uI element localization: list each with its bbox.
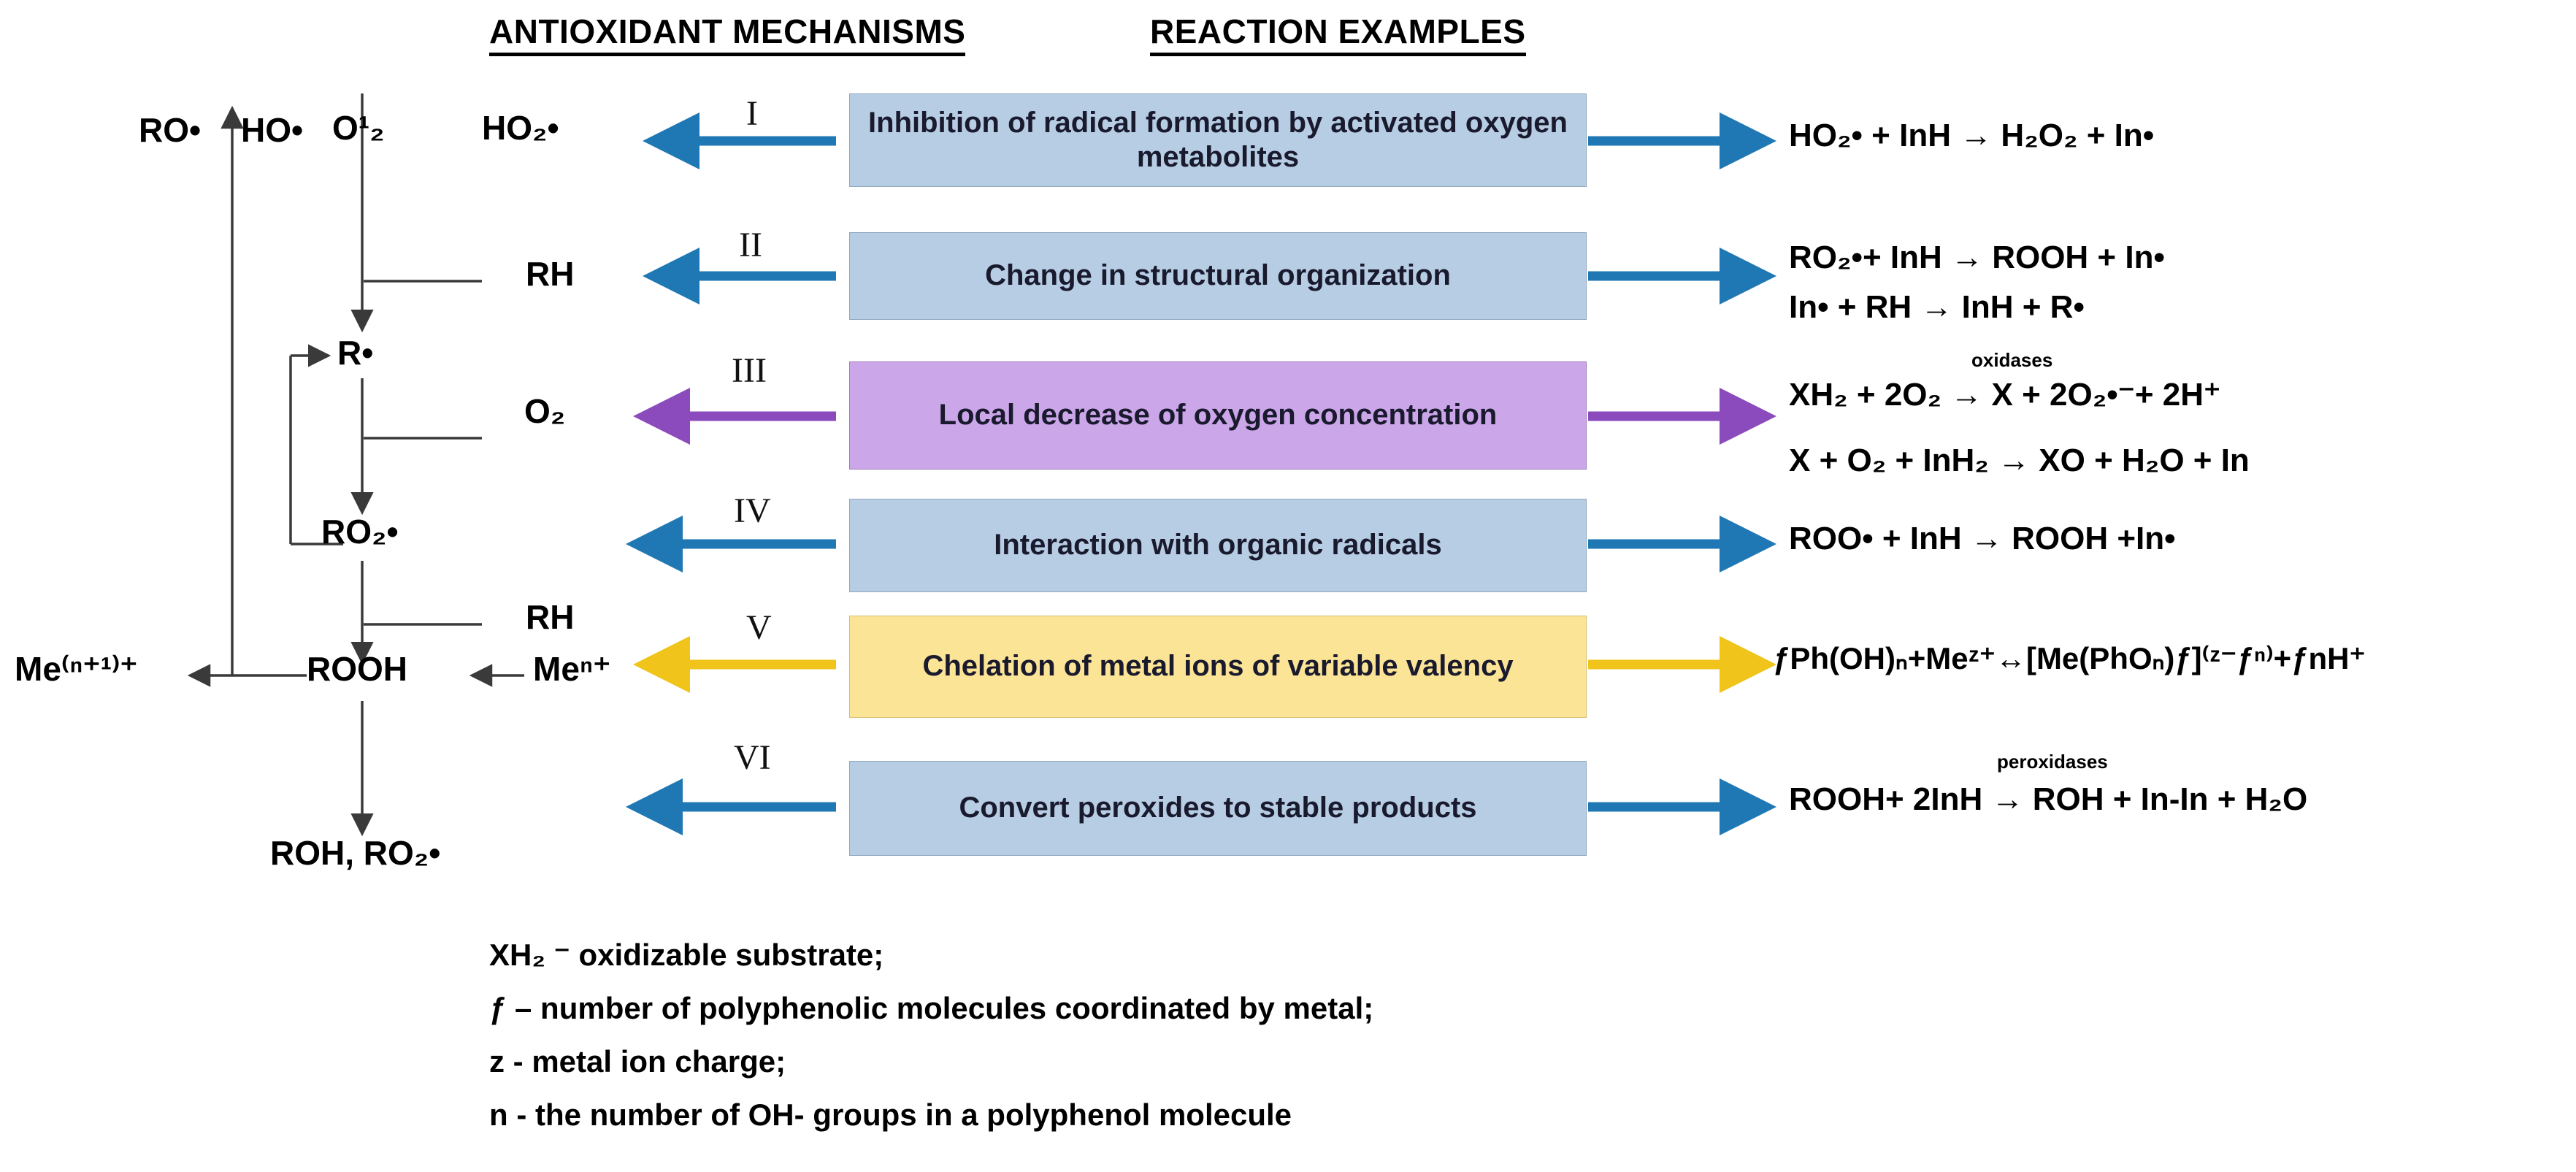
species-ho2-radical: HO₂• — [482, 109, 559, 147]
mechanism-box-ii[interactable]: Change in structural organization — [849, 232, 1587, 320]
mechanism-box-v[interactable]: Chelation of metal ions of variable vale… — [849, 616, 1587, 718]
species-ho-radical: HO• — [241, 111, 304, 149]
mechanism-box-iv[interactable]: Interaction with organic radicals — [849, 499, 1587, 592]
legend-line-1: XH₂ ⁻ oxidizable substrate; — [489, 938, 884, 972]
enzyme-label-peroxidases: peroxidases — [1997, 751, 2108, 773]
species-ro2-radical: RO₂• — [321, 513, 399, 551]
enzyme-label-oxidases: oxidases — [1971, 349, 2053, 371]
roman-numeral-vi: VI — [734, 738, 771, 777]
species-ro-radical: RO• — [139, 111, 202, 149]
legend-line-2: ƒ – number of polyphenolic molecules coo… — [489, 991, 1374, 1025]
species-r-radical: R• — [337, 334, 374, 372]
species-rh-upper: RH — [526, 255, 575, 293]
reaction-iv-line-1: ROO• + InH → ROOH +In• — [1789, 521, 2176, 556]
header-reaction-examples: REACTION EXAMPLES — [1150, 12, 1526, 56]
reaction-iii-line-1: XH₂ + 2O₂ → X + 2O₂•⁻+ 2H⁺ — [1789, 377, 2221, 413]
mechanism-box-vi[interactable]: Convert peroxides to stable products — [849, 761, 1587, 856]
reaction-vi-line-1: ROOH+ 2InH → ROH + In-In + H₂O — [1789, 781, 2308, 817]
roman-numeral-v: V — [746, 608, 772, 647]
reaction-ii-line-2: In• + RH → InH + R• — [1789, 289, 2085, 325]
species-rooh: ROOH — [307, 650, 407, 688]
reaction-v-line-1: ƒPh(OH)ₙ+Meᶻ⁺↔[Me(PhOₙ)ƒ]⁽ᶻ⁻ƒⁿ⁾+ƒnH⁺ — [1773, 641, 2366, 675]
reaction-ii-line-1: RO₂•+ InH → ROOH + In• — [1789, 240, 2165, 275]
species-rh-lower: RH — [526, 598, 575, 636]
reaction-i-line-1: HO₂• + InH → H₂O₂ + In• — [1789, 118, 2155, 153]
species-o2: O₂ — [524, 392, 566, 430]
species-me-oxidized: Me⁽ⁿ⁺¹⁾⁺ — [15, 650, 138, 688]
mechanism-box-i[interactable]: Inhibition of radical formation by activ… — [849, 93, 1587, 187]
roman-numeral-ii: II — [739, 226, 762, 264]
species-me-reduced: Meⁿ⁺ — [533, 650, 611, 688]
legend-line-3: z - metal ion charge; — [489, 1044, 786, 1079]
species-singlet-oxygen: O¹₂ — [332, 109, 385, 147]
header-antioxidant-mechanisms: ANTIOXIDANT MECHANISMS — [489, 12, 966, 56]
legend-line-4: n - the number of OH- groups in a polyph… — [489, 1098, 1292, 1132]
roman-numeral-iv: IV — [734, 491, 771, 530]
roman-numeral-i: I — [746, 94, 758, 133]
roman-numeral-iii: III — [732, 351, 767, 390]
species-products: ROH, RO₂• — [270, 834, 441, 872]
reaction-iii-line-2: X + O₂ + InH₂ → XO + H₂O + In — [1789, 443, 2250, 478]
mechanism-box-iii[interactable]: Local decrease of oxygen concentration — [849, 361, 1587, 470]
